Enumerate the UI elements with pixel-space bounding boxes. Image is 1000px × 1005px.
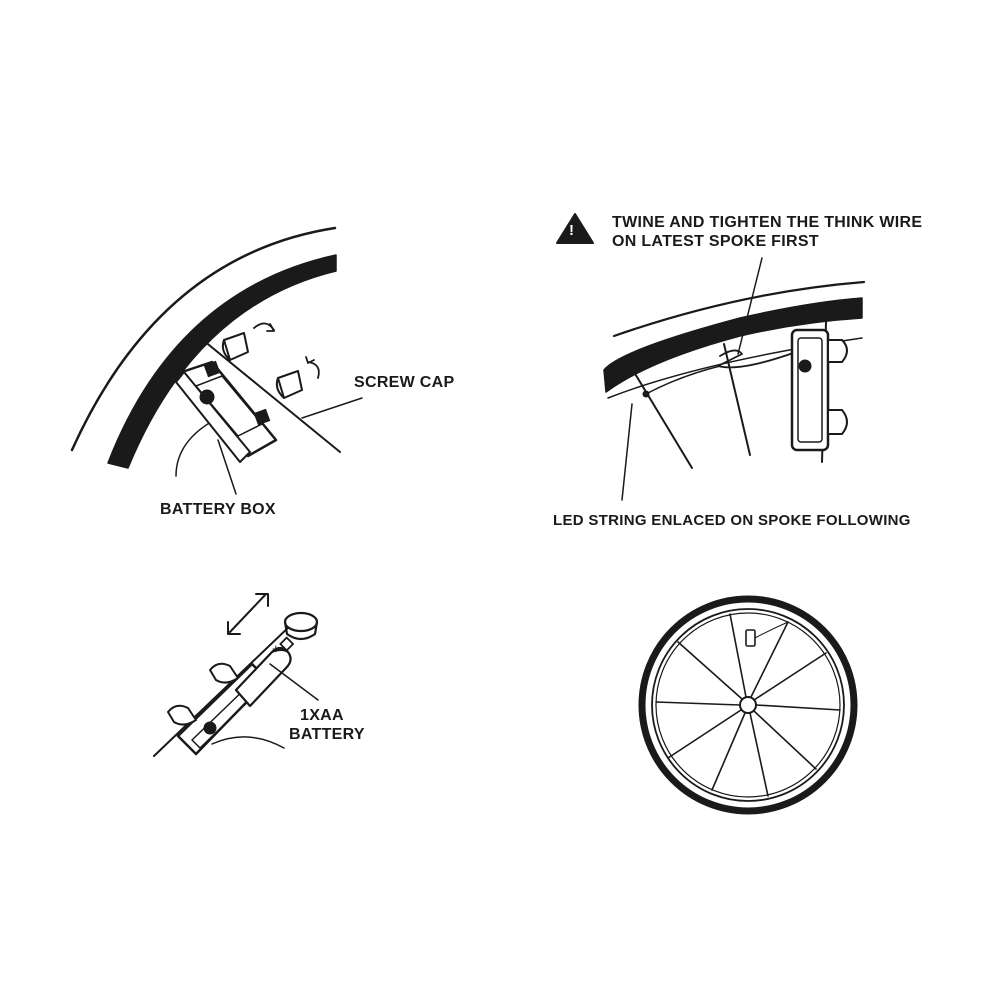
panel-battery-box-mounting xyxy=(70,226,363,495)
led-string-wire xyxy=(645,365,721,395)
wheel-spoke xyxy=(633,371,693,469)
screw-cap-label: SCREW CAP xyxy=(354,374,455,391)
panel-wire-wrapping xyxy=(603,257,866,501)
rotate-arrow-icon xyxy=(305,356,320,379)
tire-outer-edge xyxy=(612,280,866,338)
mini-battery-box xyxy=(745,629,756,647)
wheel-spoke xyxy=(197,335,341,453)
wheel-rim-line xyxy=(655,612,841,798)
rim-band xyxy=(603,297,863,393)
rim-band xyxy=(107,254,337,469)
warning-text-line2: ON LATEST SPOKE FIRST xyxy=(612,233,819,250)
battery-box-label: BATTERY BOX xyxy=(160,501,276,518)
wheel-rim-inner xyxy=(651,608,845,802)
panel-battery-insertion xyxy=(153,593,319,757)
wheel-spoke xyxy=(153,623,293,757)
screw-cap-lower xyxy=(275,370,303,399)
aa-battery xyxy=(234,636,294,708)
battery-plus-sign: + xyxy=(272,641,280,656)
battery-box-leader xyxy=(217,439,237,495)
tire-outer-edge xyxy=(70,226,337,452)
panel-full-wheel xyxy=(638,595,858,815)
warning-leader xyxy=(737,257,763,355)
twined-wire xyxy=(717,349,797,369)
screw-cap-upper xyxy=(221,332,249,361)
wheel-tire xyxy=(638,595,858,815)
battery-box-mounted xyxy=(790,328,848,452)
wire-knot xyxy=(642,390,650,398)
double-arrow-icon xyxy=(227,593,269,635)
screw-cap xyxy=(283,611,319,641)
led-string-label: LED STRING ENLACED ON SPOKE FOLLOWING xyxy=(553,512,911,529)
wheel-spokes xyxy=(655,613,841,797)
rotate-arrow-icon xyxy=(253,322,275,332)
screw-cap-leader xyxy=(301,397,363,419)
warning-triangle-icon xyxy=(556,213,594,244)
led-string-leader xyxy=(621,403,633,501)
battery-label-line1: 1XAA xyxy=(300,707,344,724)
warning-mark: ! xyxy=(569,222,575,239)
battery-leader xyxy=(269,663,319,701)
led-wire xyxy=(211,736,285,749)
warning-text-line1: TWINE AND TIGHTEN THE THINK WIRE xyxy=(612,214,923,231)
battery-box xyxy=(175,360,278,463)
battery-label-line2: BATTERY xyxy=(289,726,365,743)
mini-led-wire xyxy=(754,621,789,639)
wheel-spoke xyxy=(723,343,751,456)
